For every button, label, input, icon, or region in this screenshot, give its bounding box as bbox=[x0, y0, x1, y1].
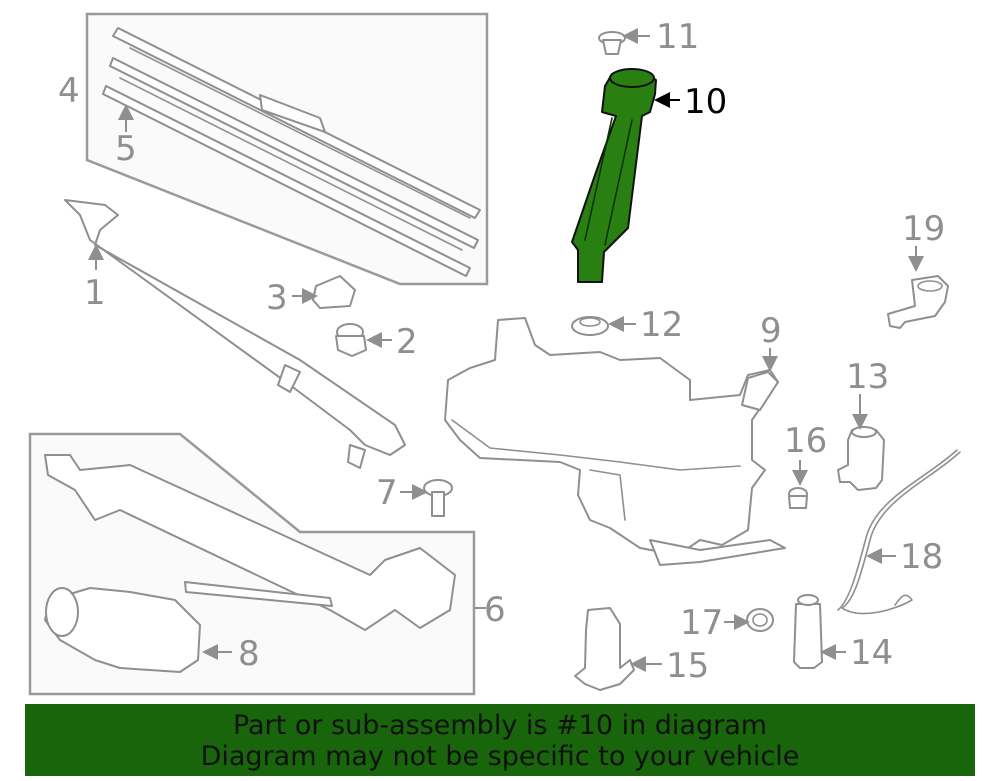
parts-diagram: 1 2 3 4 5 6 7 8 9 10 11 12 13 14 15 16 1… bbox=[28, 12, 961, 696]
callout-18: 18 bbox=[900, 537, 943, 577]
wiper-arm[interactable] bbox=[64, 199, 406, 469]
callout-10-highlighted: 10 bbox=[684, 82, 727, 122]
callout-6: 6 bbox=[484, 590, 506, 630]
washer-pump-rear[interactable] bbox=[793, 594, 823, 669]
washer-hose[interactable] bbox=[841, 451, 961, 615]
leader-lines bbox=[88, 28, 924, 672]
callout-15: 15 bbox=[666, 646, 709, 686]
callout-4: 4 bbox=[58, 71, 80, 111]
callout-16: 16 bbox=[784, 421, 827, 461]
callout-9: 9 bbox=[760, 311, 782, 351]
seal[interactable] bbox=[746, 608, 774, 632]
grommet[interactable] bbox=[571, 316, 609, 336]
banner-line-2: Diagram may not be specific to your vehi… bbox=[200, 741, 800, 772]
callout-1: 1 bbox=[84, 273, 106, 313]
callout-11: 11 bbox=[656, 17, 699, 57]
callout-13: 13 bbox=[846, 357, 889, 397]
washer-pump-lower[interactable] bbox=[574, 607, 635, 691]
banner-line-1: Part or sub-assembly is #10 in diagram bbox=[232, 710, 768, 741]
wiper-blade-group[interactable] bbox=[85, 12, 489, 286]
info-banner: Part or sub-assembly is #10 in diagram D… bbox=[25, 704, 975, 776]
pivot-cap[interactable] bbox=[312, 275, 356, 309]
washer-reservoir[interactable] bbox=[444, 317, 786, 566]
callout-19: 19 bbox=[902, 209, 945, 249]
callout-8: 8 bbox=[238, 634, 260, 674]
level-sensor[interactable] bbox=[887, 275, 949, 329]
washer-pump-front[interactable] bbox=[837, 426, 885, 491]
wiper-linkage-group[interactable] bbox=[28, 432, 476, 696]
callout-3: 3 bbox=[266, 278, 288, 318]
callout-2: 2 bbox=[396, 322, 418, 362]
callout-7: 7 bbox=[376, 473, 398, 513]
pump-grommet-small[interactable] bbox=[788, 487, 808, 509]
callout-12: 12 bbox=[640, 305, 683, 345]
callout-14: 14 bbox=[850, 633, 893, 673]
callout-17: 17 bbox=[680, 603, 723, 643]
bolt[interactable] bbox=[423, 479, 453, 517]
callout-5: 5 bbox=[115, 129, 137, 169]
clip[interactable] bbox=[598, 31, 626, 55]
filler-neck-highlighted[interactable] bbox=[571, 68, 657, 283]
pivot-nut[interactable] bbox=[335, 323, 367, 357]
